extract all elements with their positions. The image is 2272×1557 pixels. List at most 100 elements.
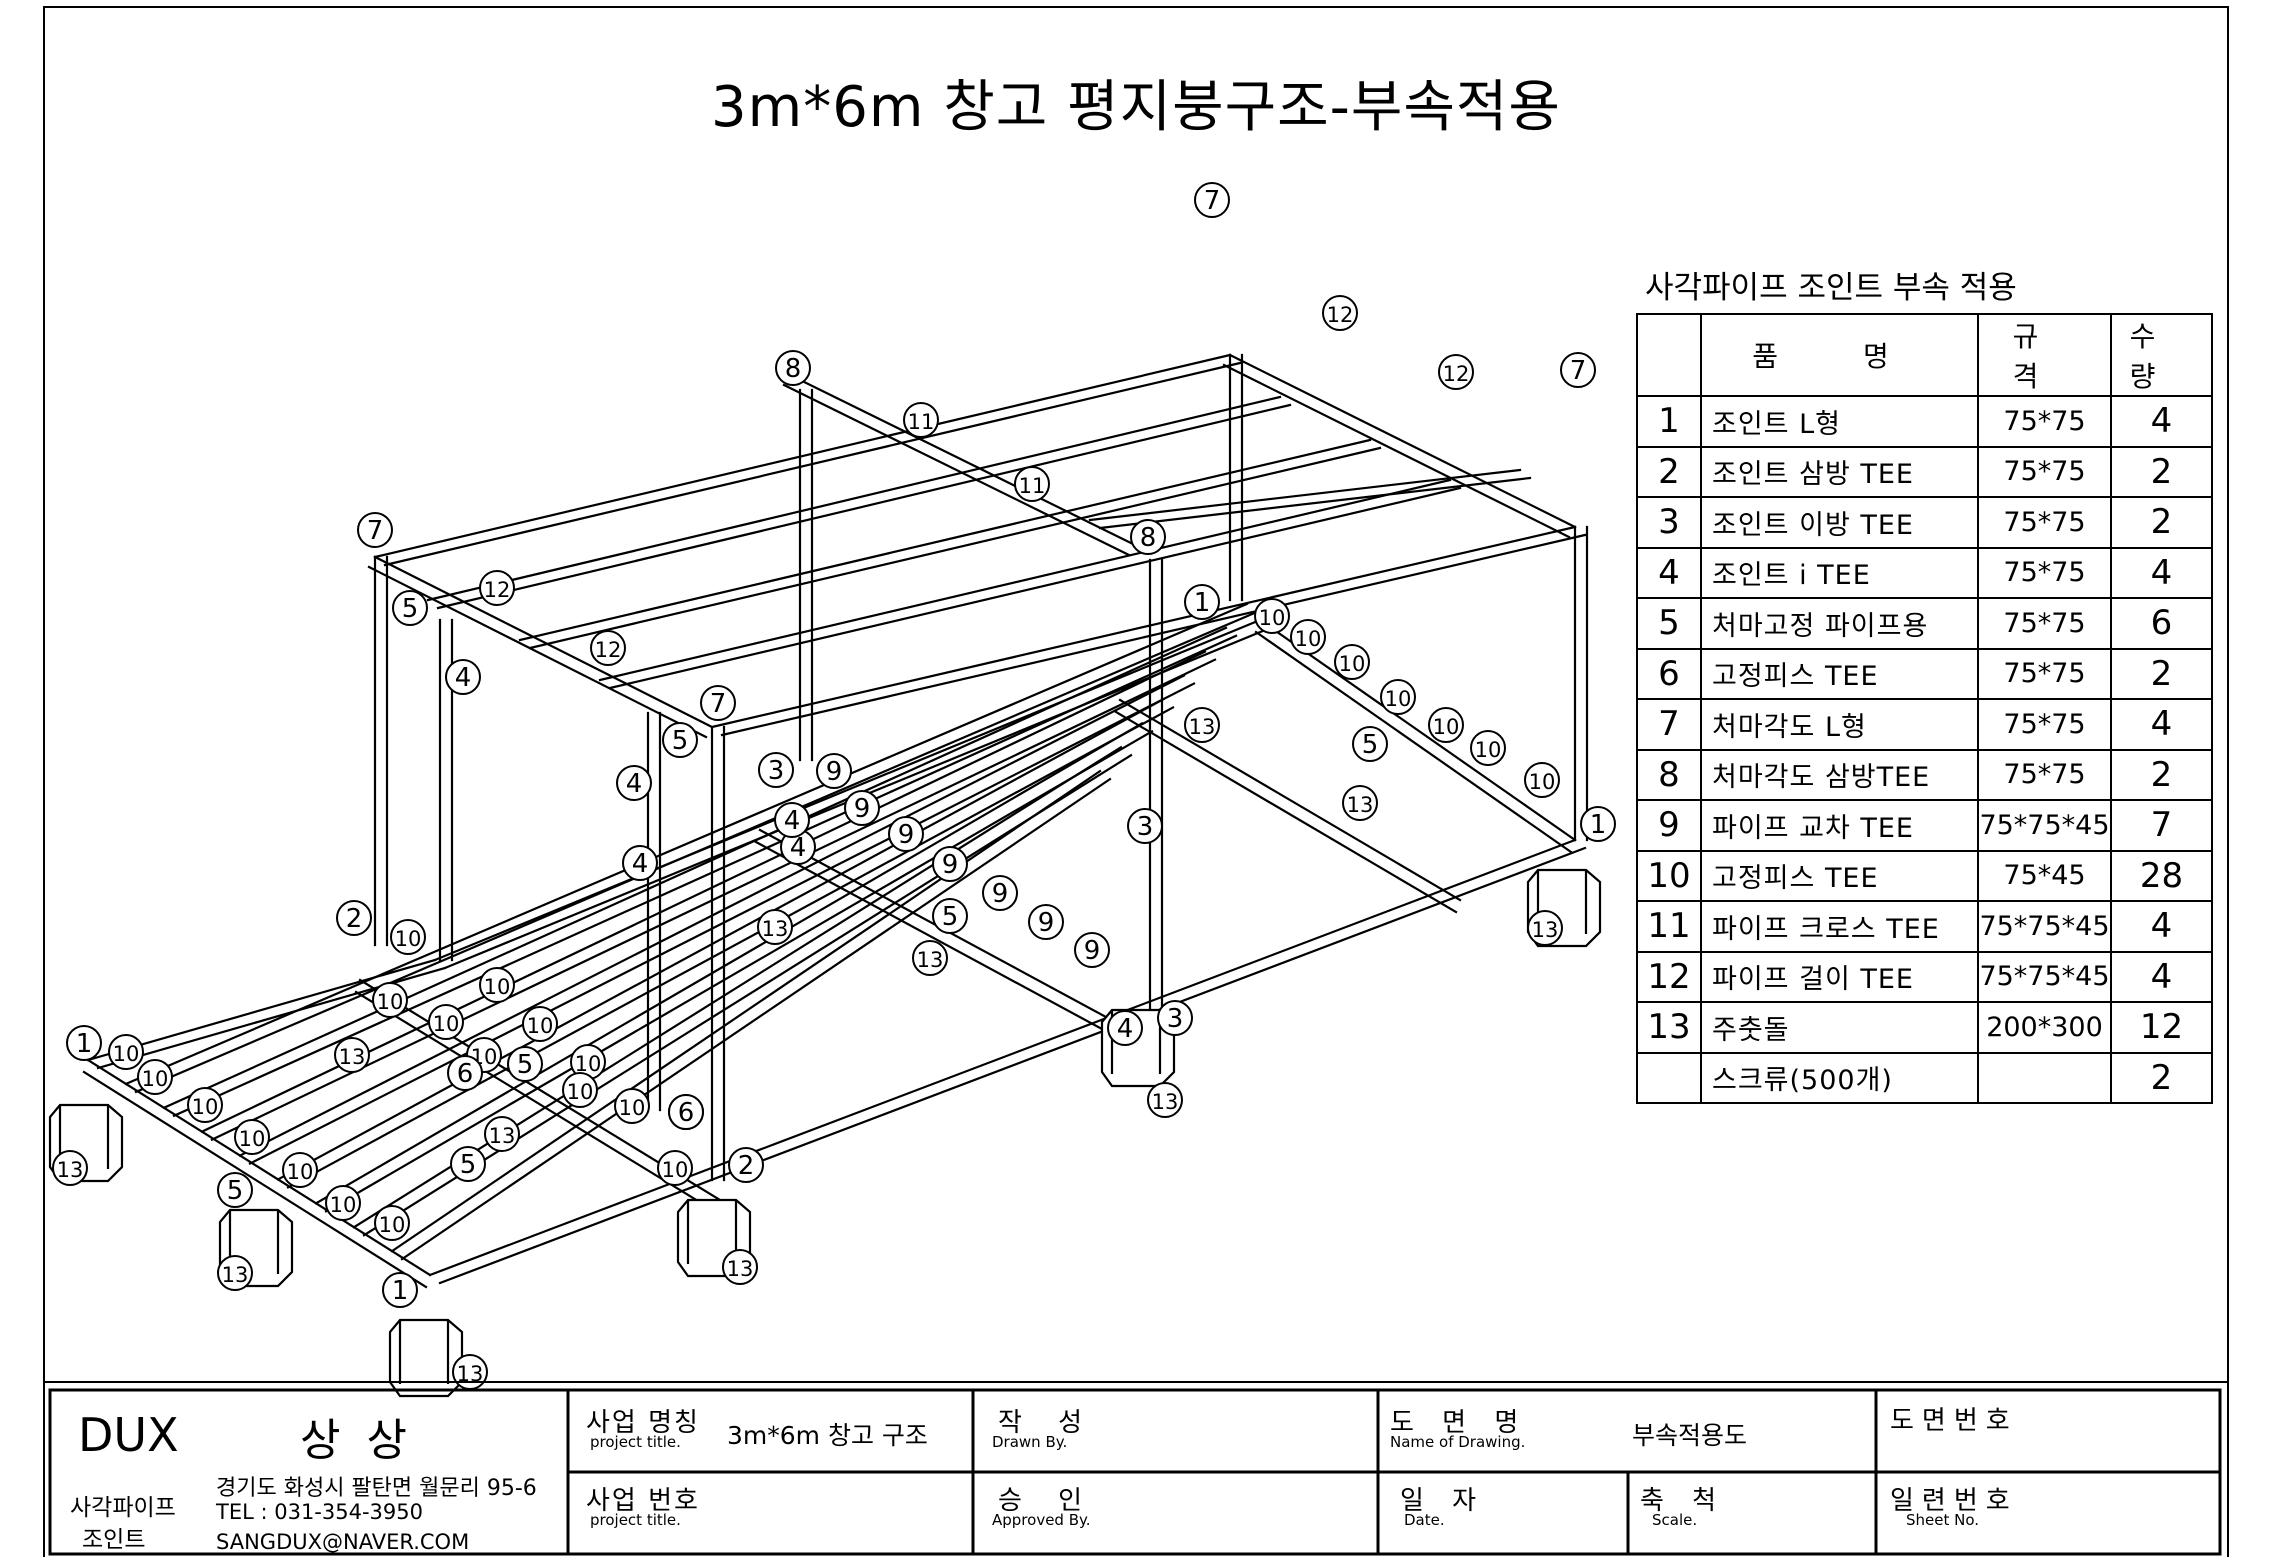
callout-number: 4: [632, 849, 649, 879]
part-name: 처마각도 L형: [1700, 698, 1979, 751]
roof-purlin: [528, 446, 1382, 650]
callout-circle: [1428, 707, 1464, 743]
callout-number: 11: [1019, 474, 1046, 498]
callout-circle: [1074, 932, 1110, 968]
part-name: 처마각도 삼방TEE: [1700, 748, 1979, 801]
callout-number: 12: [484, 578, 511, 602]
callout-circle: [1524, 762, 1560, 798]
callout-number: 7: [1204, 186, 1221, 216]
callout-circle: [1194, 182, 1230, 218]
callout-number: 13: [727, 1257, 754, 1281]
callout-circle: [1130, 519, 1166, 555]
part-callout: 2: [728, 1147, 764, 1183]
callout-number: 10: [484, 975, 511, 999]
callout-circle: [700, 685, 736, 721]
part-spec: 75*75: [1977, 647, 2112, 700]
part-qty: 28: [2110, 849, 2213, 902]
company-address: 경기도 화성시 팔탄면 월문리 95-6: [216, 1476, 537, 1501]
sheet-no-en: Sheet No.: [1906, 1511, 1980, 1529]
callout-circle: [1107, 1010, 1143, 1046]
floor-mid-beam: [433, 618, 1262, 962]
floor-joist: [324, 729, 1154, 1213]
callout-number: 9: [1084, 936, 1101, 966]
callout-circle: [982, 875, 1018, 911]
callout-number: 10: [1529, 770, 1556, 794]
part-callout: 6: [668, 1094, 704, 1130]
callout-number: 10: [619, 1096, 646, 1120]
floor-cross-joist: [354, 990, 718, 1214]
callout-circle: [758, 752, 794, 788]
roof-left-beam: [373, 555, 714, 729]
parts-table-header: 품 명 규 격 수 량: [1636, 313, 2213, 397]
callout-number: 10: [1433, 715, 1460, 739]
callout-circle: [912, 940, 948, 976]
part-qty: 2: [2110, 647, 2213, 700]
part-callout: 10: [372, 982, 408, 1018]
callout-number: 10: [142, 1067, 169, 1091]
company-sub-1: 사각파이프: [70, 1495, 176, 1521]
callout-circle: [1290, 619, 1326, 655]
callout-number: 5: [517, 1050, 534, 1080]
part-callout: 4: [445, 659, 481, 695]
callout-circle: [1014, 466, 1050, 502]
callout-circle: [662, 722, 698, 758]
callout-circle: [1322, 295, 1358, 331]
roof-back-beam: [720, 533, 1587, 737]
part-callout: 1: [382, 1272, 418, 1308]
part-callout: 4: [616, 765, 652, 801]
part-qty: 6: [2110, 597, 2213, 650]
callout-circle: [1334, 644, 1370, 680]
part-callout: 13: [52, 1150, 88, 1186]
callout-circle: [816, 753, 852, 789]
roof-purlin: [436, 403, 1292, 610]
part-spec: 75*75: [1977, 698, 2112, 751]
floor-back-beam: [428, 838, 1577, 1277]
floor-right-beam: [1254, 630, 1573, 854]
part-callout: 8: [1130, 519, 1166, 555]
part-qty: 2: [2110, 445, 2213, 498]
callout-circle: [774, 802, 810, 838]
date-label: 일 자: [1400, 1486, 1487, 1516]
callout-number: 3: [1137, 812, 1154, 842]
parts-table-caption: 사각파이프 조인트 부속 적용: [1645, 270, 2017, 306]
part-spec: 75*75*45: [1977, 950, 2112, 1003]
callout-circle: [1438, 354, 1474, 390]
callout-number: 10: [330, 1193, 357, 1217]
part-spec: 75*75: [1977, 597, 2112, 650]
part-no: [1636, 1051, 1702, 1104]
callout-number: 2: [346, 904, 363, 934]
callout-number: 13: [57, 1158, 84, 1182]
callout-circle: [1580, 806, 1616, 842]
part-no: 11: [1636, 900, 1702, 953]
floor-joist: [238, 674, 1186, 1158]
part-qty: 2: [2110, 496, 2213, 549]
part-callout: 10: [390, 919, 426, 955]
callout-number: 10: [1295, 627, 1322, 651]
callout-circle: [1184, 584, 1220, 620]
callout-number: 13: [1189, 715, 1216, 739]
floor-joist: [172, 634, 1238, 1118]
callout-number: 10: [433, 1012, 460, 1036]
callout-circle: [479, 570, 515, 606]
floor-joist: [210, 658, 1217, 1142]
part-callout: 10: [234, 1119, 270, 1155]
callout-circle: [590, 630, 626, 666]
callout-number: 13: [1532, 918, 1559, 942]
part-no: 6: [1636, 647, 1702, 700]
header-name: 품 명: [1700, 313, 1979, 397]
part-spec: 75*75*45: [1977, 900, 2112, 953]
callout-number: 12: [1443, 362, 1470, 386]
date-en: Date.: [1404, 1511, 1445, 1529]
callout-circle: [657, 1150, 693, 1186]
callout-circle: [52, 1150, 88, 1186]
part-callout: 13: [1184, 707, 1220, 743]
callout-circle: [334, 1037, 370, 1073]
callout-circle: [888, 816, 924, 852]
part-spec: 75*75: [1977, 546, 2112, 599]
floor-joist: [248, 682, 1196, 1166]
